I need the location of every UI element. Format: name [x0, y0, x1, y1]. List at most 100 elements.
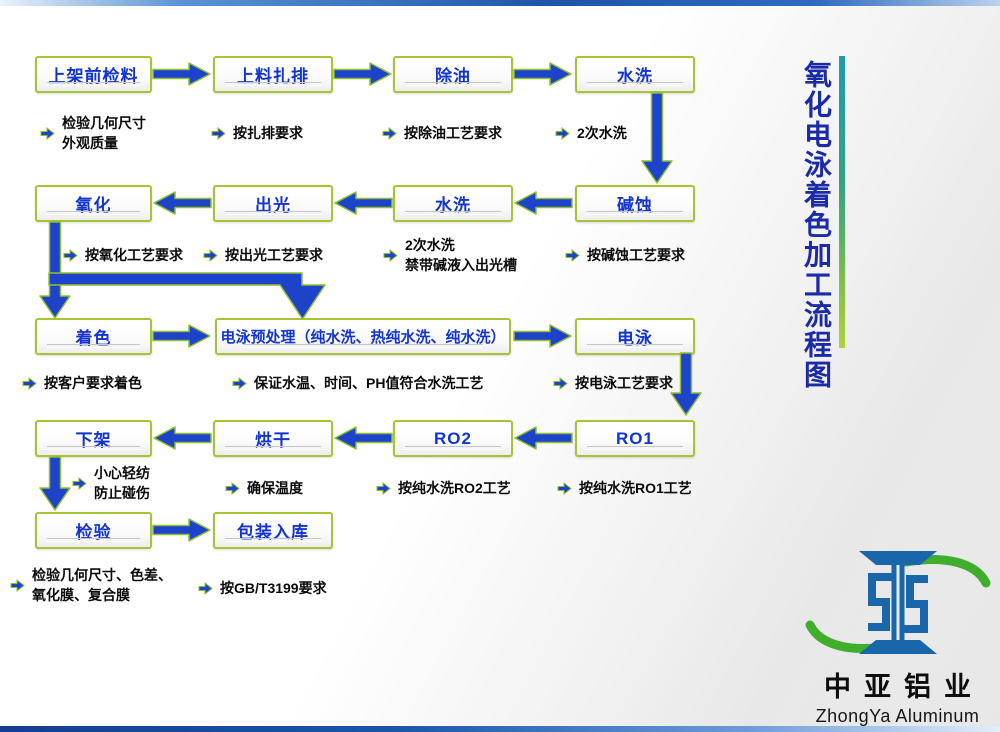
note-line: 禁带碱液入出光槽	[405, 257, 517, 273]
note: 按除油工艺要求	[382, 123, 502, 143]
note-line: 按电泳工艺要求	[575, 375, 673, 391]
step-ro2: RO2	[393, 420, 513, 457]
note-line: 按纯水洗RO2工艺	[398, 480, 511, 496]
arrow-right-icon	[333, 61, 392, 87]
note-line: 小心轻纺	[94, 465, 150, 481]
note-arrow-icon	[383, 248, 398, 262]
note: 2次水洗禁带碱液入出光槽	[383, 235, 517, 275]
note-line: 防止碰伤	[94, 485, 150, 501]
step-degrease: 除油	[393, 56, 513, 93]
note-arrow-icon	[565, 248, 580, 262]
arrow-left-icon	[334, 425, 393, 451]
top-edge-bar	[0, 0, 1000, 6]
logo-right-hook	[901, 575, 928, 633]
step-electrophoresis: 电泳	[575, 318, 695, 355]
note: 按纯水洗RO2工艺	[376, 478, 511, 498]
note-arrow-icon	[232, 376, 247, 390]
note-line: 按纯水洗RO1工艺	[579, 480, 692, 496]
step-oxidation: 氧化	[35, 185, 152, 222]
step-rinse-1: 水洗	[575, 56, 695, 93]
step-label: 包装入库	[237, 523, 309, 542]
note: 确保温度	[225, 478, 303, 498]
note-arrow-icon	[211, 126, 226, 140]
note-arrow-icon	[553, 376, 568, 390]
step-loading: 上料扎排	[213, 56, 333, 93]
step-coloring: 着色	[35, 318, 152, 355]
note-line: 保证水温、时间、PH值符合水洗工艺	[254, 375, 484, 391]
note: 按GB/T3199要求	[198, 578, 327, 598]
note-line: 按GB/T3199要求	[220, 580, 327, 596]
note-line: 按客户要求着色	[44, 375, 142, 391]
note: 检验几何尺寸外观质量	[40, 113, 146, 153]
note-line: 按除油工艺要求	[404, 125, 502, 141]
arrow-left-icon	[514, 190, 573, 216]
arrow-right-icon	[152, 61, 211, 87]
note-arrow-icon	[376, 481, 391, 495]
step-label: 碱蚀	[617, 196, 653, 215]
step-rinse-2: 水洗	[393, 185, 513, 222]
logo-center-column	[891, 560, 905, 645]
step-alkali-etch: 碱蚀	[575, 185, 695, 222]
step-ro1: RO1	[575, 420, 695, 457]
step-label: 电泳预处理（纯水洗、热纯水洗、纯水洗）	[220, 329, 506, 346]
step-label: 上料扎排	[237, 67, 309, 86]
arrow-left-icon	[514, 425, 573, 451]
note-line: 按扎排要求	[233, 125, 303, 141]
note-arrow-icon	[382, 126, 397, 140]
step-drying: 烘干	[213, 420, 333, 457]
page-title: 氧化电泳着色加工流程图	[801, 60, 832, 390]
step-label: 检验	[75, 523, 112, 542]
note: 按出光工艺要求	[203, 245, 323, 265]
note-line: 按出光工艺要求	[225, 247, 323, 263]
step-label: 着色	[75, 329, 112, 348]
company-logo: 中亚铝业 ZhongYa Aluminum	[800, 545, 995, 727]
company-name-en: ZhongYa Aluminum	[815, 706, 980, 726]
step-unrack: 下架	[35, 420, 152, 457]
note-arrow-icon	[225, 481, 240, 495]
note: 按客户要求着色	[22, 373, 142, 393]
arrow-right-icon	[513, 323, 572, 349]
note-arrow-icon	[10, 578, 25, 592]
step-label: 除油	[435, 67, 471, 86]
note-arrow-icon	[63, 248, 78, 262]
title-accent-bar	[839, 56, 845, 348]
note-line: 外观质量	[62, 135, 118, 151]
branch-arrow-icon	[48, 272, 329, 320]
arrow-right-icon	[152, 517, 211, 543]
logo-bottom-bar	[859, 640, 937, 654]
step-label: 出光	[255, 196, 291, 215]
step-label: 电泳	[617, 329, 653, 348]
company-name-cn: 中亚铝业	[824, 672, 984, 702]
bottom-edge-bar	[0, 726, 1000, 732]
step-packaging: 包装入库	[213, 512, 333, 549]
arrow-right-icon	[152, 323, 211, 349]
note: 保证水温、时间、PH值符合水洗工艺	[232, 373, 483, 393]
note: 小心轻纺防止碰伤	[72, 463, 150, 503]
note-line: 确保温度	[247, 480, 303, 496]
logo-left-hook	[868, 573, 895, 631]
note: 按氧化工艺要求	[63, 245, 183, 265]
note-line: 按碱蚀工艺要求	[587, 247, 685, 263]
note-arrow-icon	[22, 376, 37, 390]
logo-top-bar	[859, 551, 937, 565]
note: 2次水洗	[555, 123, 627, 143]
note-line: 检验几何尺寸、色差、	[32, 567, 172, 583]
note: 按碱蚀工艺要求	[565, 245, 685, 265]
arrow-left-icon	[153, 190, 212, 216]
arrow-left-icon	[334, 190, 393, 216]
note-arrow-icon	[555, 126, 570, 140]
step-label: 水洗	[617, 67, 653, 86]
note-line: 2次水洗	[405, 237, 455, 253]
note-line: 2次水洗	[577, 125, 627, 141]
step-brighten: 出光	[213, 185, 333, 222]
arrow-right-icon	[513, 61, 572, 87]
step-label: 下架	[75, 431, 112, 450]
note: 按扎排要求	[211, 123, 303, 143]
note: 检验几何尺寸、色差、氧化膜、复合膜	[10, 565, 172, 605]
arrow-down-icon	[39, 221, 71, 319]
step-rack-inspection: 上架前检料	[35, 56, 152, 93]
note: 按纯水洗RO1工艺	[557, 478, 692, 498]
company-logo-icon	[805, 551, 991, 654]
step-eph-pretreat: 电泳预处理（纯水洗、热纯水洗、纯水洗）	[215, 318, 511, 355]
